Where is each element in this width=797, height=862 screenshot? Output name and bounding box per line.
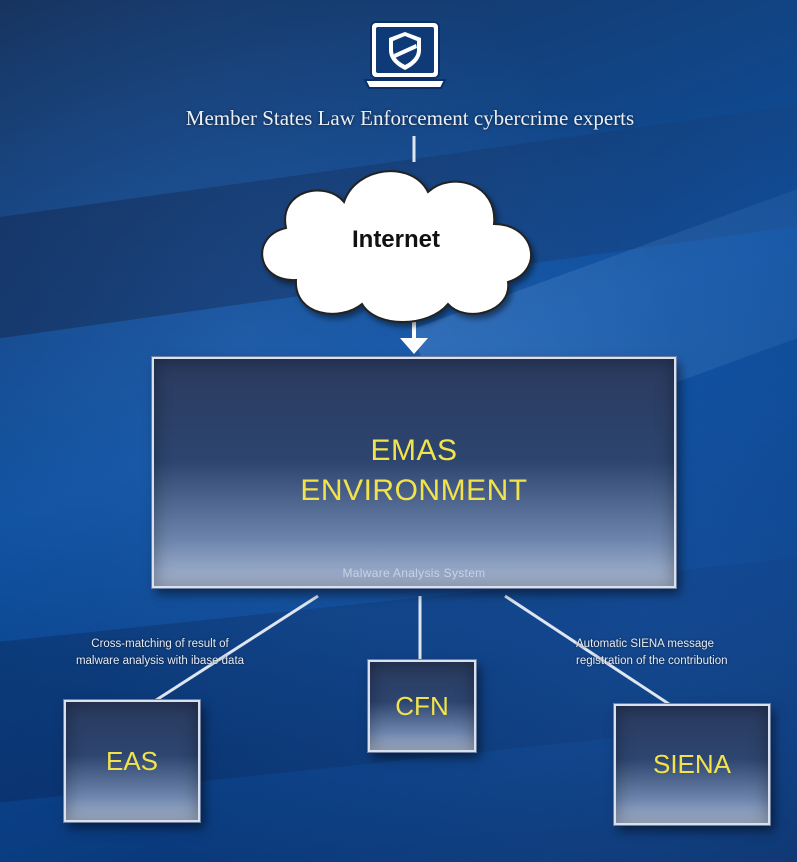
shield-icon: [389, 32, 421, 70]
siena-label: SIENA: [652, 749, 732, 779]
emas-to-siena-line: [504, 594, 673, 708]
siena-annotation-line1: Automatic SIENA message: [576, 638, 715, 650]
emas-title: EMAS ENVIRONMENT: [154, 431, 674, 511]
eas-label: EAS: [105, 745, 159, 776]
internet-label: Internet: [351, 226, 440, 253]
eas-annotation: Cross-matching of result of malware anal…: [40, 636, 280, 670]
cfn-label: CFN: [395, 690, 449, 721]
laptop-icon: [363, 21, 447, 89]
siena-box: SIENA: [614, 704, 770, 825]
emas-subtitle: Malware Analysis System: [342, 566, 486, 580]
siena-annotation: Automatic SIENA message registration of …: [576, 636, 786, 670]
emas-title-line1: EMAS: [370, 434, 458, 467]
eas-annotation-line1: Cross-matching of result of: [91, 638, 229, 650]
arrow-down-icon: [400, 338, 428, 354]
emas-environment-box: EMAS ENVIRONMENT Malware Analysis System: [152, 357, 676, 588]
eas-annotation-line2: malware analysis with ibase data: [75, 655, 245, 667]
emas-to-eas-line: [149, 594, 319, 706]
audience-label: Member States Law Enforcement cybercrime…: [185, 106, 635, 130]
cloud-icon: [261, 170, 533, 323]
cfn-box: CFN: [368, 660, 476, 752]
emas-title-line2: ENVIRONMENT: [300, 474, 528, 507]
eas-box: EAS: [64, 700, 200, 822]
siena-annotation-line2: registration of the contribution: [576, 655, 728, 667]
